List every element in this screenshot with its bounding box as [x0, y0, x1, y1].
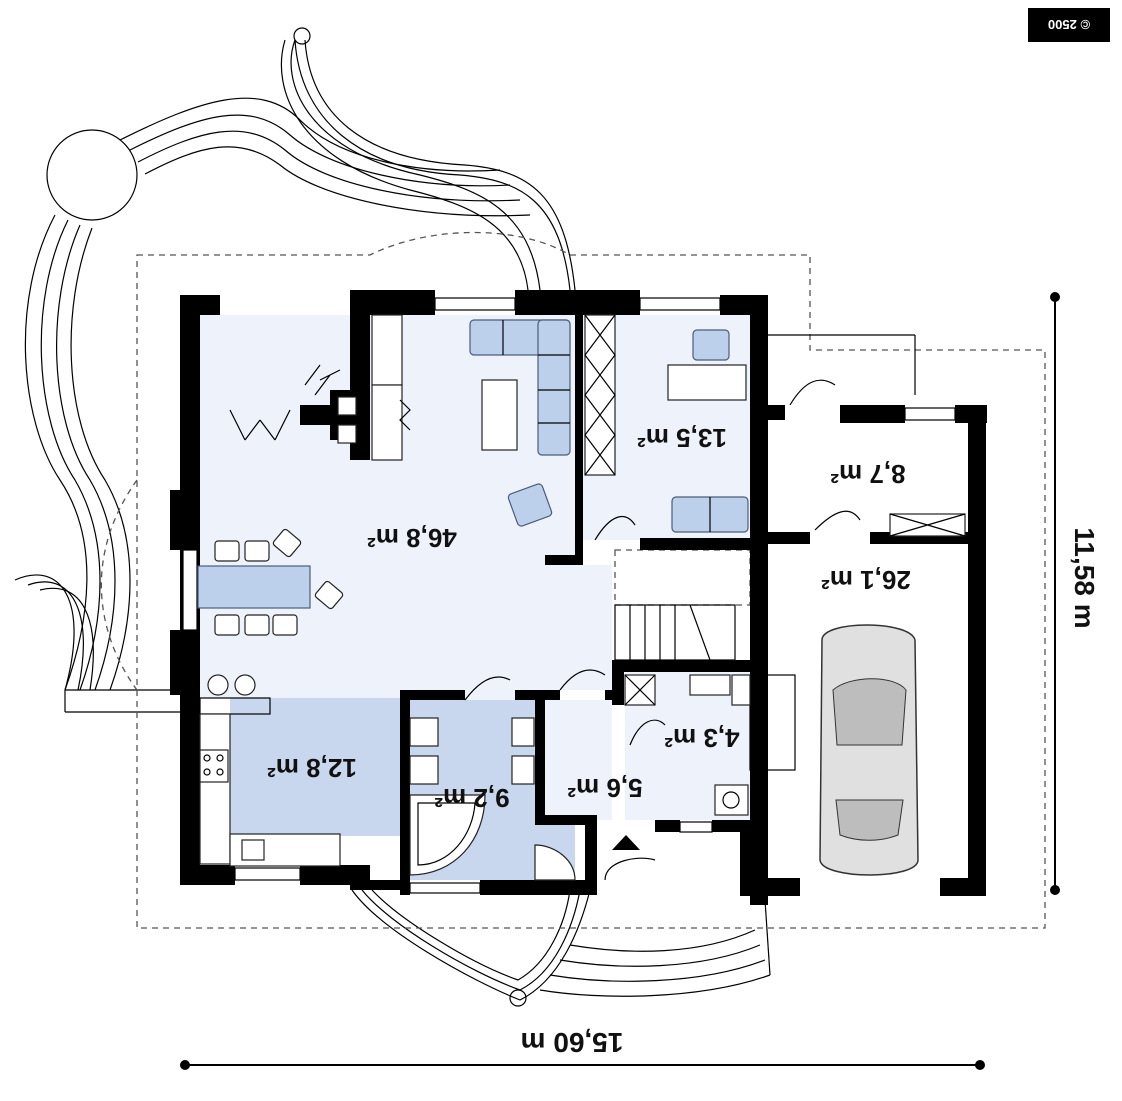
room-labels: 46,8 m² 13,5 m² 8,7 m² 26,1 m² 12,8 m² 9… — [267, 423, 1100, 1058]
armchair — [507, 483, 553, 527]
garden-paths — [14, 27, 771, 1007]
dimension-lines — [180, 292, 1060, 1070]
dining-table — [197, 528, 344, 696]
dimension-width: 15,60 m — [521, 1027, 624, 1058]
room-area-garage: 26,1 m² — [821, 565, 911, 595]
plan-number-text: © 2500 — [1048, 17, 1090, 32]
plot-outline — [100, 231, 1046, 929]
plan-number-badge: © 2500 — [1028, 8, 1110, 42]
room-area-living: 46,8 m² — [367, 523, 457, 553]
room-floors — [200, 315, 970, 890]
windows — [182, 297, 956, 894]
staircase — [614, 604, 736, 661]
room-area-bathroom: 9,2 m² — [434, 783, 509, 813]
room-area-office: 13,5 m² — [637, 423, 727, 453]
room-area-boiler: 8,7 m² — [830, 459, 905, 489]
room-area-kitchen: 12,8 m² — [267, 753, 357, 783]
furniture — [185, 302, 966, 881]
car — [819, 624, 919, 876]
room-area-wc: 4,3 m² — [664, 723, 739, 753]
dimension-height: 11,58 m — [1069, 527, 1100, 628]
walls — [170, 290, 987, 905]
room-area-hall: 5,6 m² — [567, 773, 642, 803]
sofa-corner — [469, 319, 571, 456]
